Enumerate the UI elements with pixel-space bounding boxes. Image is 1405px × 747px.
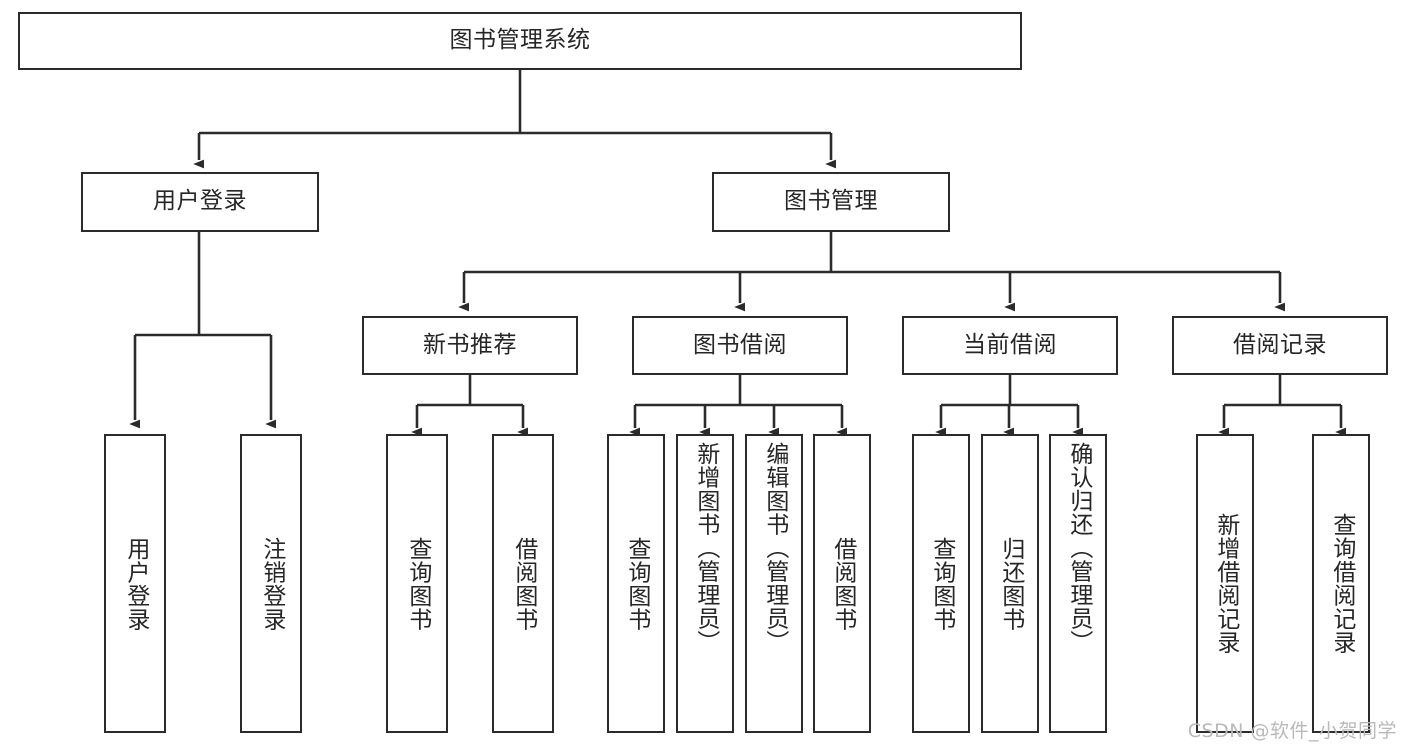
leaf-query-book-1[interactable]: 查询图书	[386, 434, 448, 733]
leaf-return-book-label: 归还图书	[997, 536, 1024, 631]
leaf-user-login-label: 用户登录	[122, 536, 149, 631]
leaf-borrow-book-2[interactable]: 借阅图书	[813, 434, 871, 733]
node-root-label: 图书管理系统	[449, 27, 591, 54]
node-user-login-label: 用户登录	[153, 188, 247, 215]
node-book-borrow[interactable]: 图书借阅	[632, 316, 848, 375]
leaf-query-record[interactable]: 查询借阅记录	[1312, 434, 1370, 733]
leaf-query-book-1-label: 查询图书	[404, 536, 431, 631]
leaf-query-book-2[interactable]: 查询图书	[607, 434, 665, 733]
leaf-logout[interactable]: 注销登录	[240, 434, 302, 733]
leaf-query-book-2-label: 查询图书	[623, 536, 650, 631]
leaf-borrow-book-1-label: 借阅图书	[510, 536, 537, 631]
leaf-logout-label: 注销登录	[258, 536, 285, 631]
leaf-add-record[interactable]: 新增借阅记录	[1196, 434, 1254, 733]
node-book-borrow-label: 图书借阅	[693, 331, 787, 358]
leaf-add-record-label: 新增借阅记录	[1212, 513, 1239, 654]
leaf-edit-book-label: 编辑图书（管理员）	[761, 442, 788, 654]
leaf-add-book[interactable]: 新增图书（管理员）	[676, 434, 734, 733]
leaf-edit-book[interactable]: 编辑图书（管理员）	[745, 434, 803, 733]
leaf-borrow-book-1[interactable]: 借阅图书	[492, 434, 554, 733]
leaf-query-book-3[interactable]: 查询图书	[912, 434, 970, 733]
leaf-confirm-return[interactable]: 确认归还（管理员）	[1049, 434, 1107, 733]
csdn-watermark: CSDN @软件_小贺同学	[1187, 720, 1397, 742]
leaf-add-book-label: 新增图书（管理员）	[692, 442, 719, 654]
leaf-query-record-label: 查询借阅记录	[1328, 513, 1355, 654]
node-borrow-record-label: 借阅记录	[1233, 331, 1327, 358]
leaf-confirm-return-label: 确认归还（管理员）	[1065, 442, 1092, 654]
node-book-manage-label: 图书管理	[784, 188, 878, 215]
leaf-query-book-3-label: 查询图书	[928, 536, 955, 631]
node-new-book-rec[interactable]: 新书推荐	[362, 316, 578, 375]
node-new-book-rec-label: 新书推荐	[423, 331, 517, 358]
node-current-borrow[interactable]: 当前借阅	[902, 316, 1118, 375]
node-book-manage[interactable]: 图书管理	[712, 172, 950, 232]
node-borrow-record[interactable]: 借阅记录	[1172, 316, 1388, 375]
leaf-return-book[interactable]: 归还图书	[981, 434, 1039, 733]
node-current-borrow-label: 当前借阅	[963, 331, 1057, 358]
leaf-borrow-book-2-label: 借阅图书	[829, 536, 856, 631]
node-root[interactable]: 图书管理系统	[18, 12, 1022, 70]
leaf-user-login[interactable]: 用户登录	[104, 434, 166, 733]
node-user-login[interactable]: 用户登录	[81, 172, 319, 232]
